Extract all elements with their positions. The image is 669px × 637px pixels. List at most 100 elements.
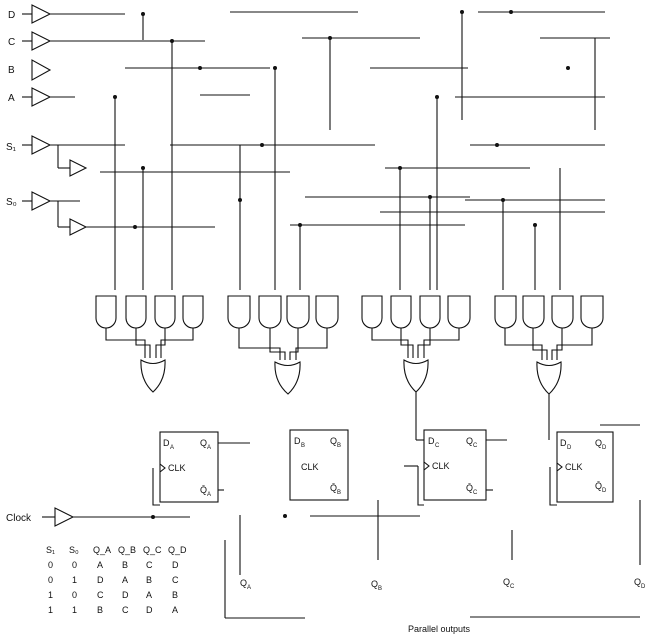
or-gate [140,359,166,393]
truth-table-cell: C [122,605,129,615]
ff-qbar-label: Q̄ [595,481,602,491]
input-B: B [8,59,52,81]
output-label-QA: Q [240,578,247,588]
ff-d-label: D [163,438,170,448]
ff-clk-label: CLK [301,462,319,472]
clock-input: Clock [6,507,420,527]
output-label-QD: Q [634,577,641,587]
and-gate [419,295,441,329]
output-label-QC: Q [503,577,510,587]
truth-table-cell: B [122,560,128,570]
input-label-C: C [8,37,15,48]
and-gate [390,295,412,329]
or-gate [536,361,562,395]
truth-table-cell: 0 [48,575,53,585]
truth-table-cell: C [97,590,104,600]
ff-clk-label: CLK [168,463,186,473]
truth-table-cell: B [97,605,103,615]
ff-d-label: D [294,436,301,446]
output-sub-QB: B [378,586,382,592]
ff-d-sub: A [170,445,174,451]
clock-label: Clock [6,513,32,524]
flip-flop-A: D A Q A CLK Q̄ A [152,431,250,506]
truth-table-cell: 0 [48,560,53,570]
truth-table-cell: 1 [48,605,53,615]
ff-d-sub: D [567,445,572,451]
ff-q-sub: C [473,443,478,449]
truth-table-row: 0 1 D A B C [48,575,179,585]
ff-q-label: Q [466,436,473,446]
output-sub-QA: A [247,585,251,591]
ff-clk-label: CLK [565,462,583,472]
input-C: C [8,31,205,51]
flip-flop-B: D B Q B CLK Q̄ B [289,429,349,501]
input-S0: S₀ [6,191,88,236]
ff-qbar-label: Q̄ [330,483,337,493]
or-ff-wiring [415,392,550,441]
truth-table-cell: A [146,590,152,600]
truth-table-header-cell: S₀ [69,545,79,555]
input-label-A: A [8,93,15,104]
and-gate [361,295,383,329]
input-label-S0: S₀ [6,197,17,208]
truth-table-header: S₁ S₀ Q_A Q_B Q_C Q_D [46,545,187,555]
ff-qbar-sub: B [337,490,341,496]
and-gate [580,295,604,329]
input-buffers: D C B A S₁ [6,4,205,236]
ff-q-label: Q [330,436,337,446]
truth-table-header-cell: Q_A [93,545,111,555]
ff-d-label: D [560,438,567,448]
truth-table-row: 1 0 C D A B [48,590,178,600]
truth-table-cell: D [172,560,179,570]
truth-table-cell: 1 [48,590,53,600]
truth-table-cell: 0 [72,590,77,600]
and-gate [182,295,204,329]
flip-flop-C: D C Q C CLK Q̄ C [404,429,507,506]
truth-table-cell: 0 [72,560,77,570]
truth-table-cell: A [97,560,103,570]
truth-table-cell: B [146,575,152,585]
truth-table-cell: D [97,575,104,585]
bus-wires [86,10,610,290]
truth-table-header-cell: Q_B [118,545,136,555]
truth-table-cell: D [122,590,129,600]
truth-table-header-cell: S₁ [46,545,55,555]
ff-qbar-label: Q̄ [466,483,473,493]
and-gate [447,295,471,329]
and-gate [227,295,251,329]
ff-qbar-label: Q̄ [200,485,207,495]
input-D: D [8,4,125,24]
and-gate [95,295,117,329]
and-gate [258,295,282,329]
ff-qbar-sub: D [602,488,607,494]
truth-table-cell: C [146,560,153,570]
and-gate [125,295,147,329]
truth-table-cell: A [122,575,128,585]
and-gate [494,295,517,329]
truth-table-cell: A [172,605,178,615]
output-sub-QD: D [641,584,646,590]
flip-flop-D: D D Q D CLK Q̄ D [549,431,614,506]
input-label-D: D [8,10,15,21]
ff-q-sub: A [207,445,211,451]
and-gate [154,295,176,329]
and-gate [286,295,310,329]
ff-d-label: D [428,436,435,446]
parallel-outputs-label: Parallel outputs [408,624,471,634]
output-label-QB: Q [371,579,378,589]
parallel-output-labels: Q A Q B Q C Q D Parallel outputs [240,577,646,634]
and-gates [95,295,604,329]
and-or-wiring [105,328,593,360]
ff-d-sub: C [435,443,440,449]
truth-table-cell: 1 [72,575,77,585]
ff-clk-label: CLK [432,461,450,471]
input-S1: S₁ [6,135,125,177]
truth-table-header-cell: Q_D [168,545,187,555]
output-sub-QC: C [510,584,515,590]
truth-table-cell: 1 [72,605,77,615]
or-gate [403,359,429,393]
truth-table: S₁ S₀ Q_A Q_B Q_C Q_D 0 0 A B C D 0 1 D … [46,545,187,615]
ff-q-label: Q [595,438,602,448]
ff-qbar-sub: A [207,492,211,498]
